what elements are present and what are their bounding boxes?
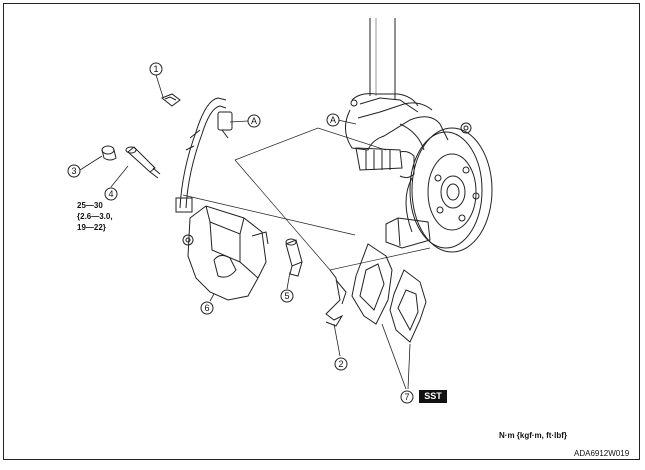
torque-line-3: 19—22}: [77, 223, 106, 232]
bolt-cap: [101, 145, 117, 161]
callout-3: [67, 164, 81, 178]
callout-1: [149, 62, 163, 76]
callout-a-hose-label: A: [251, 116, 257, 126]
callout-a-hose: [247, 114, 261, 128]
guide-pin-bolt: [125, 146, 161, 179]
leader-lines: [79, 74, 411, 390]
callout-2: [334, 357, 348, 371]
hose-clip: [161, 93, 181, 107]
sst-badge: SST: [419, 390, 447, 403]
strut-assembly: [351, 18, 419, 113]
steering-knuckle: [345, 99, 472, 151]
torque-line-2: {2.6—3.0,: [77, 212, 113, 221]
callout-a-knuckle-label: A: [330, 115, 336, 125]
torque-specification: 25—30 {2.6—3.0, 19—22}: [77, 200, 113, 233]
callout-7-label: 7: [404, 392, 409, 402]
brake-hose: [175, 97, 233, 213]
callout-7: [400, 390, 414, 404]
callout-2-label: 2: [338, 359, 343, 369]
callout-6-label: 6: [204, 303, 209, 313]
guide-pin: [285, 238, 303, 277]
callout-4-label: 4: [108, 189, 113, 199]
brake-disc-rotor: [405, 127, 493, 253]
units-label: N·m {kgf·m, ft·lbf}: [499, 431, 567, 440]
callout-markers: [67, 62, 414, 404]
brake-caliper: [182, 205, 269, 301]
figure-border: [3, 3, 640, 460]
brake-pads: [351, 243, 427, 343]
callout-4: [104, 187, 118, 201]
callout-5-label: 5: [284, 291, 289, 301]
caliper-mounting-bracket: [385, 217, 431, 249]
callout-3-label: 3: [71, 166, 76, 176]
callout-6: [200, 301, 214, 315]
callout-1-label: 1: [153, 64, 158, 74]
anti-rattle-spring: [325, 269, 347, 327]
callout-5: [280, 289, 294, 303]
figure-code: ADA6912W019: [574, 449, 630, 458]
callout-a-knuckle: [326, 113, 340, 127]
torque-line-1: 25—30: [77, 201, 103, 210]
drive-shaft: [355, 147, 415, 179]
